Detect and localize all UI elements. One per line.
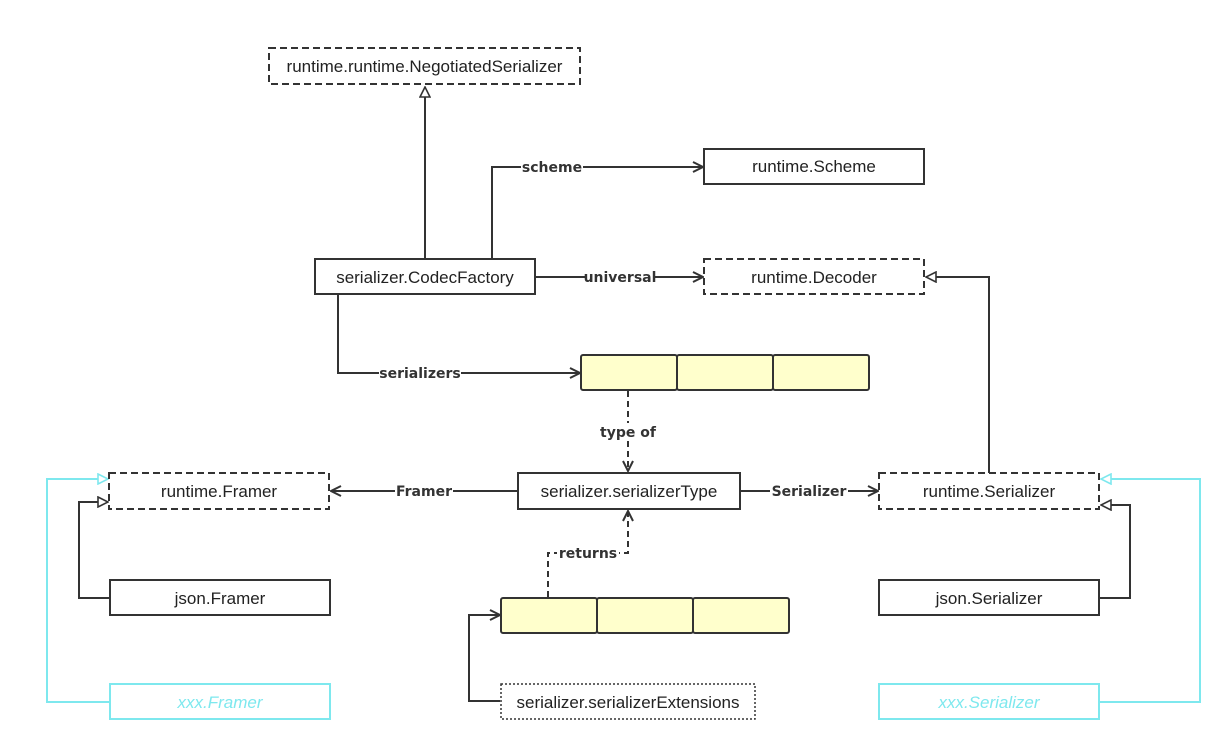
svg-text:runtime.Decoder: runtime.Decoder	[751, 268, 877, 287]
array-cell	[772, 354, 870, 391]
node-serializer-extensions[interactable]: serializer.serializerExtensions	[500, 683, 756, 720]
edge-label-serializers: serializers	[379, 364, 461, 382]
edge-label-returns: returns	[557, 544, 619, 562]
node-framer[interactable]: runtime.Framer	[108, 472, 330, 510]
edge-label-universal: universal	[584, 268, 657, 286]
node-xxx-framer[interactable]: xxx.Framer	[109, 683, 331, 720]
svg-text:universal: universal	[584, 270, 657, 286]
svg-text:serializer.serializerExtension: serializer.serializerExtensions	[517, 693, 740, 712]
svg-text:runtime.Framer: runtime.Framer	[161, 482, 278, 501]
svg-text:runtime.Serializer: runtime.Serializer	[923, 482, 1056, 501]
edge-implements-json-serializer	[1100, 505, 1131, 599]
svg-text:runtime.runtime.NegotiatedSeri: runtime.runtime.NegotiatedSerializer	[287, 57, 563, 76]
node-json-serializer[interactable]: json.Serializer	[878, 579, 1100, 616]
node-json-framer[interactable]: json.Framer	[109, 579, 331, 616]
svg-text:scheme: scheme	[522, 160, 582, 176]
array-cell	[692, 597, 790, 634]
extensions-array[interactable]	[500, 597, 790, 634]
edge-serializers	[337, 295, 580, 373]
edge-implements-decoder	[926, 277, 990, 473]
serializers-array[interactable]	[580, 354, 870, 391]
svg-text:serializer.serializerType: serializer.serializerType	[541, 482, 718, 501]
edge-implements-xxx-framer	[46, 479, 109, 703]
edge-label-framer: Framer	[395, 482, 453, 500]
svg-text:Framer: Framer	[396, 484, 452, 500]
svg-text:xxx.Framer: xxx.Framer	[177, 693, 264, 712]
array-cell	[580, 354, 678, 391]
node-xxx-serializer[interactable]: xxx.Serializer	[878, 683, 1100, 720]
edge-implements-xxx-serializer	[1100, 479, 1201, 703]
svg-text:json.Framer: json.Framer	[174, 589, 266, 608]
svg-text:returns: returns	[559, 546, 617, 562]
node-scheme[interactable]: runtime.Scheme	[703, 148, 925, 185]
node-negotiated-serializer[interactable]: runtime.runtime.NegotiatedSerializer	[268, 47, 581, 85]
node-serializer-type[interactable]: serializer.serializerType	[517, 472, 741, 510]
svg-text:runtime.Scheme: runtime.Scheme	[752, 157, 876, 176]
edge-scheme	[491, 167, 703, 259]
edge-label-scheme: scheme	[521, 158, 583, 176]
edge-implements-json-framer	[78, 502, 109, 599]
svg-text:Serializer: Serializer	[772, 484, 847, 500]
svg-text:type of: type of	[600, 425, 657, 441]
array-cell	[500, 597, 598, 634]
node-serializer[interactable]: runtime.Serializer	[878, 472, 1100, 510]
edge-label-serializer: Serializer	[770, 482, 848, 500]
edge-label-type-of: type of	[597, 423, 659, 441]
edge-extensions-array	[468, 615, 500, 702]
array-cell	[676, 354, 774, 391]
node-decoder[interactable]: runtime.Decoder	[703, 258, 925, 295]
svg-text:serializer.CodecFactory: serializer.CodecFactory	[336, 268, 514, 287]
array-cell	[596, 597, 694, 634]
svg-text:xxx.Serializer: xxx.Serializer	[937, 693, 1040, 712]
svg-text:json.Serializer: json.Serializer	[935, 589, 1043, 608]
svg-text:serializers: serializers	[379, 366, 460, 382]
node-codec-factory[interactable]: serializer.CodecFactory	[314, 258, 536, 295]
